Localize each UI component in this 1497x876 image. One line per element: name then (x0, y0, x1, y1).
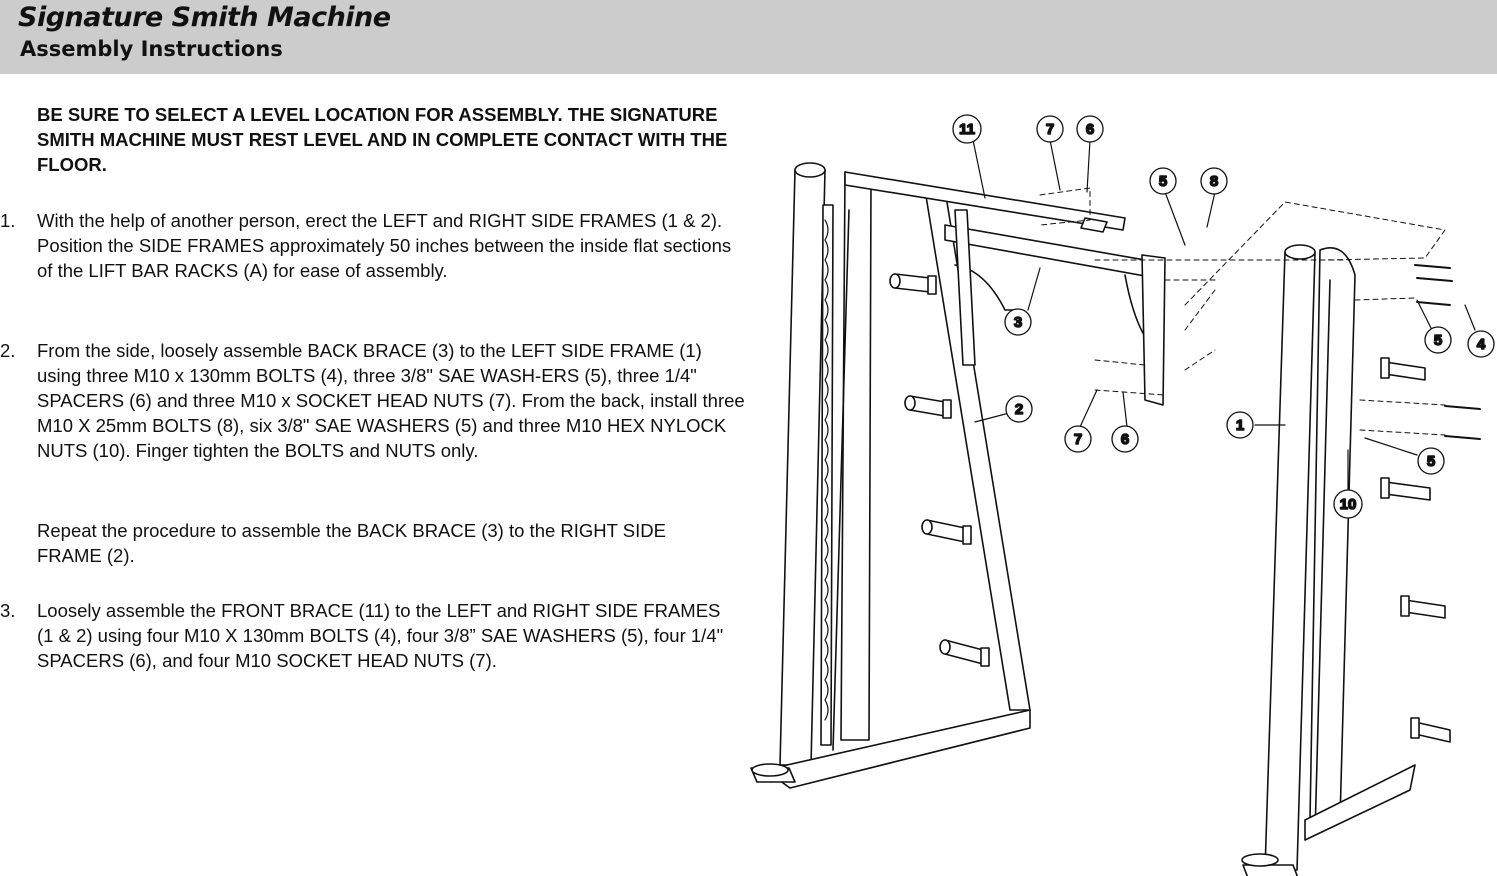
svg-text:6: 6 (1121, 431, 1129, 448)
svg-text:6: 6 (1086, 121, 1094, 138)
callout-8: 8 (1200, 167, 1228, 195)
right-side-frame (1241, 244, 1481, 876)
document-subtitle: Assembly Instructions (20, 37, 283, 61)
callout-4: 4 (1467, 330, 1495, 358)
svg-text:5: 5 (1427, 453, 1435, 470)
callout-5: 5 (1149, 167, 1177, 195)
document-title: Signature Smith Machine (18, 2, 391, 33)
svg-text:5: 5 (1159, 173, 1167, 190)
callout-7: 7 (1036, 115, 1064, 143)
callout-6: 6 (1076, 115, 1104, 143)
callout-7: 7 (1064, 425, 1092, 453)
callout-2: 2 (1005, 395, 1033, 423)
svg-text:1: 1 (1236, 417, 1244, 434)
assembly-diagram: 11 7 6 5 8 3 5 4 2 7 6 1 5 10 (750, 114, 1495, 876)
svg-text:8: 8 (1210, 173, 1218, 190)
left-side-frame (750, 162, 1166, 789)
svg-text:4: 4 (1477, 336, 1486, 353)
svg-text:3: 3 (1014, 314, 1022, 331)
svg-text:2: 2 (1015, 401, 1023, 418)
warning-text: BE SURE TO SELECT A LEVEL LOCATION FOR A… (37, 104, 728, 175)
step-text: From the side, loosely assemble BACK BRA… (37, 340, 745, 461)
step-number: 1. (0, 210, 16, 231)
assembly-guides (1039, 187, 1446, 436)
callout-1: 1 (1226, 411, 1254, 439)
step-number: 3. (0, 600, 16, 621)
callout-5: 5 (1417, 447, 1445, 475)
leader-lines (972, 139, 1476, 496)
callout-5: 5 (1424, 326, 1452, 354)
callout-6: 6 (1111, 425, 1139, 453)
header-bar: Signature Smith Machine Assembly Instruc… (0, 0, 1497, 74)
callout-10: 10 (1333, 489, 1363, 519)
svg-text:10: 10 (1340, 496, 1357, 513)
step-text: With the help of another person, erect t… (37, 210, 732, 281)
step-note-text: Repeat the procedure to assemble the BAC… (37, 520, 666, 566)
callout-3: 3 (1004, 308, 1032, 336)
step-text: Loosely assemble the FRONT BRACE (11) to… (37, 600, 724, 671)
step-number: 2. (0, 340, 16, 361)
svg-text:7: 7 (1046, 121, 1054, 138)
svg-text:7: 7 (1074, 431, 1082, 448)
callout-11: 11 (952, 114, 982, 144)
svg-text:5: 5 (1434, 332, 1442, 349)
svg-text:11: 11 (959, 121, 975, 138)
